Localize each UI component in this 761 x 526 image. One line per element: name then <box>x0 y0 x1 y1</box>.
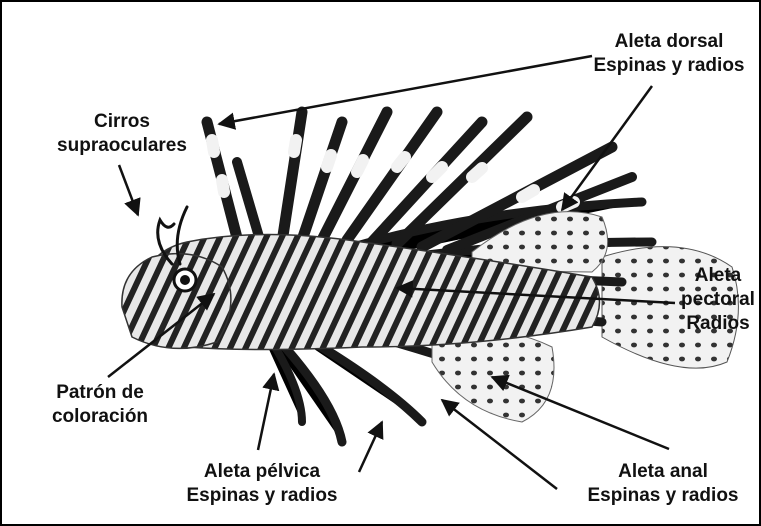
label-aleta-pelvica: Aleta pélvica Espinas y radios <box>182 460 342 508</box>
label-aleta-pectoral: Aleta pectoral Radios <box>678 264 758 336</box>
pelvica-arrow-1 <box>258 374 274 450</box>
label-aleta-anal: Aleta anal Espinas y radios <box>580 460 746 508</box>
label-aleta-dorsal: Aleta dorsal Espinas y radios <box>590 30 748 78</box>
label-patron-coloracion: Patrón de coloración <box>36 381 164 429</box>
dorsal-arrow-1 <box>219 56 592 124</box>
label-cirros-supraoculares: Cirros supraoculares <box>52 110 192 158</box>
cirros-arrow <box>119 165 138 215</box>
pelvica-arrow-2 <box>359 422 382 472</box>
